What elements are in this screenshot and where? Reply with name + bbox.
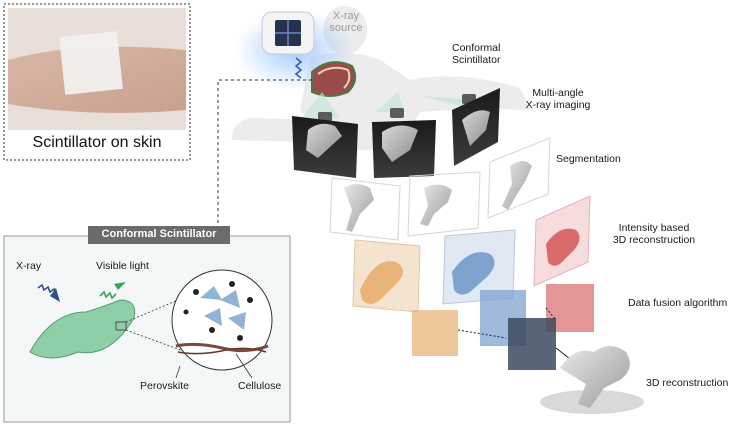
data-fusion-label: Data fusion algorithm <box>628 297 728 309</box>
intensity-recon-panels <box>352 195 591 313</box>
zoom-line <box>125 329 187 353</box>
emission-beam <box>375 92 405 112</box>
knee-scintillator <box>311 61 357 97</box>
perovskite-pointer <box>175 365 181 379</box>
segmented-bones <box>344 161 532 232</box>
visible-light-arrow-head-icon <box>114 282 126 290</box>
photo-frame <box>3 3 191 161</box>
visible-light-arrow-icon <box>99 290 117 300</box>
xray-arrow-icon <box>37 283 57 295</box>
magnified-structure <box>171 269 273 371</box>
zoom-line <box>125 299 179 323</box>
zoom-marker <box>115 321 127 331</box>
fusion-planes <box>412 284 594 370</box>
xray-image-panels <box>292 88 500 178</box>
final-knee-model <box>540 346 644 414</box>
perovskite-label: Perovskite <box>140 380 190 392</box>
cellulose-pointer <box>235 353 253 379</box>
segmentation-frames <box>329 137 551 241</box>
xray-arrow-head-icon <box>50 288 60 302</box>
photo-caption: Scintillator on skin <box>32 134 162 151</box>
xray-wave-icon <box>294 57 303 79</box>
inset-title-bar <box>88 226 230 244</box>
scintillator-film <box>29 299 136 359</box>
detector-icon <box>390 108 404 118</box>
final-recon-label: 3D reconstruction <box>646 377 729 389</box>
inset-visible-light-label: Visible light <box>96 260 149 272</box>
connector-line <box>217 79 312 238</box>
inset-xray-label: X-ray <box>16 260 42 272</box>
skin-photo <box>8 8 186 130</box>
cellulose-label: Cellulose <box>238 380 282 392</box>
inset-title: Conformal Scintillator <box>101 228 217 240</box>
xray-source-icon <box>261 11 315 55</box>
segmentation-label: Segmentation <box>556 153 621 165</box>
detector-icon <box>318 112 332 122</box>
